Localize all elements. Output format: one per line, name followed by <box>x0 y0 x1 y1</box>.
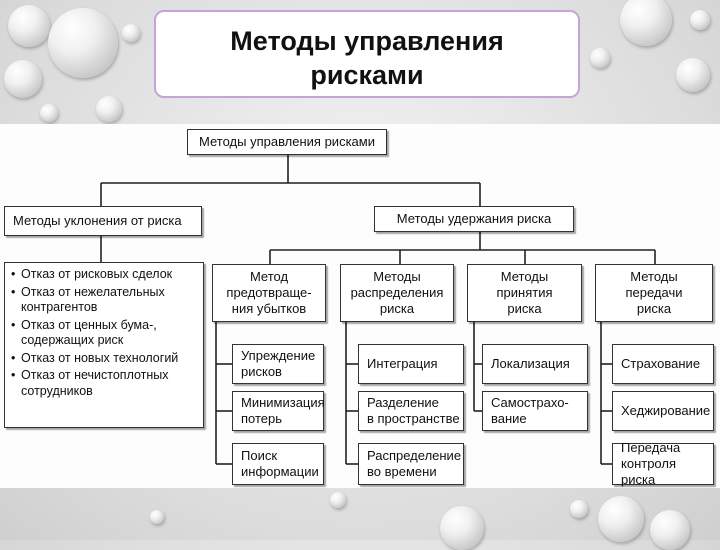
list-item: Отказ от новых технологий <box>11 351 199 367</box>
node-retention: Методы удержания риска <box>374 206 574 232</box>
node-localization: Локализация <box>482 344 588 384</box>
node-prevention: Метод предотвраще- ния убытков <box>212 264 326 322</box>
node-label: Самострахо- вание <box>491 395 569 426</box>
water-drop-decoration <box>8 5 50 47</box>
node-retention-label: Методы удержания риска <box>396 211 552 226</box>
node-label: Страхование <box>621 356 701 371</box>
water-drop-decoration <box>676 58 710 92</box>
water-drop-decoration <box>96 96 122 122</box>
list-item: Отказ от нечистоплотных сотрудников <box>11 368 199 399</box>
node-label: Минимизация потерь <box>241 395 325 426</box>
water-drop-decoration <box>40 104 58 122</box>
node-distribution: Методы распределения риска <box>340 264 454 322</box>
list-item: Отказ от ценных бума-, содержащих риск <box>11 318 199 349</box>
list-item: Отказ от нежелательных контрагентов <box>11 285 199 316</box>
node-minimization: Минимизация потерь <box>232 391 325 431</box>
water-drop-decoration <box>4 60 42 98</box>
water-drop-decoration <box>570 500 588 518</box>
water-drop-decoration <box>150 510 164 524</box>
node-avoidance: Методы уклонения от риска <box>4 206 202 236</box>
slide-title-box: Методы управления рисками <box>154 10 580 98</box>
node-avoidance-label: Методы уклонения от риска <box>13 213 182 228</box>
node-root-label: Методы управления рисками <box>199 134 375 149</box>
water-drop-decoration <box>690 10 710 30</box>
avoidance-list: Отказ от рисковых сделок Отказ от нежела… <box>4 262 204 428</box>
node-label: Хеджирование <box>621 403 711 418</box>
node-label: Интеграция <box>367 356 438 371</box>
node-acceptance-label: Методы принятия риска <box>496 269 553 316</box>
slide-title: Методы управления рисками <box>230 26 504 90</box>
node-transfer-label: Методы передачи риска <box>625 269 683 316</box>
node-label: Упреждение рисков <box>241 348 316 379</box>
node-label: Передача контроля риска <box>621 440 681 487</box>
water-drop-decoration <box>598 496 644 542</box>
node-control-transfer: Передача контроля риска <box>612 440 714 487</box>
node-acceptance: Методы принятия риска <box>467 264 582 322</box>
node-prevention-label: Метод предотвраще- ния убытков <box>226 269 312 316</box>
node-space-division: Разделение в пространстве <box>358 391 464 431</box>
node-time-distribution: Распределение во времени <box>358 443 464 485</box>
water-drop-decoration <box>590 48 610 68</box>
node-integration: Интеграция <box>358 344 464 384</box>
node-root: Методы управления рисками <box>187 129 387 155</box>
node-label: Локализация <box>491 356 570 371</box>
node-info-search: Поиск информации <box>232 443 324 485</box>
water-drop-decoration <box>122 24 140 42</box>
water-drop-decoration <box>620 0 672 46</box>
node-transfer: Методы передачи риска <box>595 264 713 322</box>
node-label: Поиск информации <box>241 448 319 479</box>
node-hedging: Хеджирование <box>612 391 714 431</box>
node-distribution-label: Методы распределения риска <box>350 269 444 316</box>
node-label: Разделение в пространстве <box>367 395 460 426</box>
water-drop-decoration <box>330 492 346 508</box>
node-self-insurance: Самострахо- вание <box>482 391 588 431</box>
node-label: Распределение во времени <box>367 448 462 479</box>
node-anticipation: Упреждение рисков <box>232 344 324 384</box>
node-insurance: Страхование <box>612 344 714 384</box>
water-drop-decoration <box>48 8 118 78</box>
list-item: Отказ от рисковых сделок <box>11 267 199 283</box>
